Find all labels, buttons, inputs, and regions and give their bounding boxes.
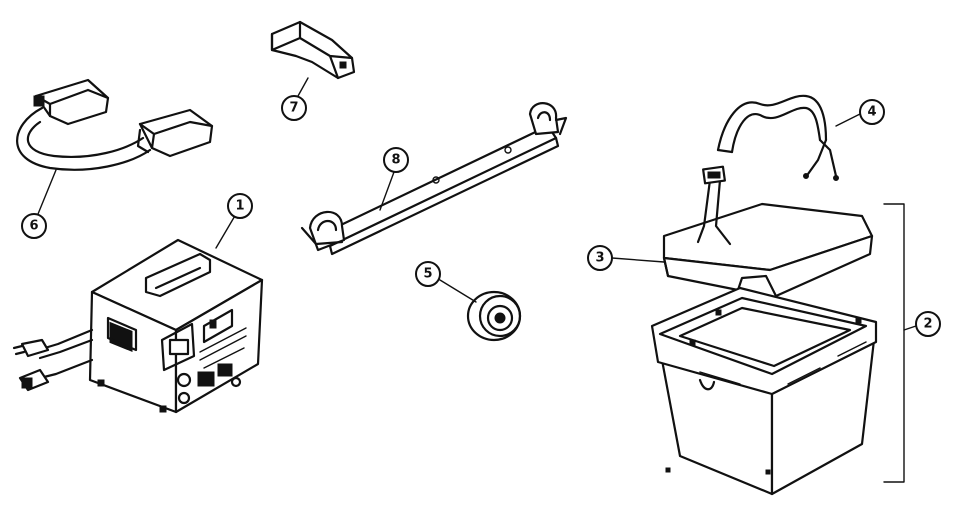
case-bracket xyxy=(883,203,905,483)
charger-unit xyxy=(12,238,264,414)
leader-7 xyxy=(297,77,309,97)
cable-assembly xyxy=(16,78,214,171)
callout-6: 6 xyxy=(21,213,47,239)
callout-4: 4 xyxy=(859,99,885,125)
leader-1 xyxy=(215,213,237,249)
battery-case xyxy=(650,286,878,496)
plug-cover xyxy=(270,20,356,80)
strap xyxy=(716,94,839,181)
callout-5-number: 5 xyxy=(423,267,432,282)
callout-1-number: 1 xyxy=(235,199,244,214)
case-lid xyxy=(662,165,874,298)
grommet xyxy=(466,290,522,342)
leader-6 xyxy=(37,169,57,215)
callout-1: 1 xyxy=(227,193,253,219)
callout-5: 5 xyxy=(415,261,441,287)
callout-3-number: 3 xyxy=(595,251,604,266)
callout-2-number: 2 xyxy=(923,317,932,332)
callout-7-number: 7 xyxy=(289,101,298,116)
leader-2 xyxy=(903,325,917,331)
callout-7: 7 xyxy=(281,95,307,121)
callout-2: 2 xyxy=(915,311,941,337)
mounting-bar xyxy=(300,102,568,256)
callout-4-number: 4 xyxy=(867,105,876,120)
leader-5 xyxy=(439,279,477,303)
leader-3 xyxy=(611,257,665,263)
leader-8 xyxy=(379,171,395,211)
leader-4 xyxy=(835,113,861,127)
callout-8: 8 xyxy=(383,147,409,173)
callout-6-number: 6 xyxy=(29,219,38,234)
callout-3: 3 xyxy=(587,245,613,271)
callout-8-number: 8 xyxy=(391,153,400,168)
